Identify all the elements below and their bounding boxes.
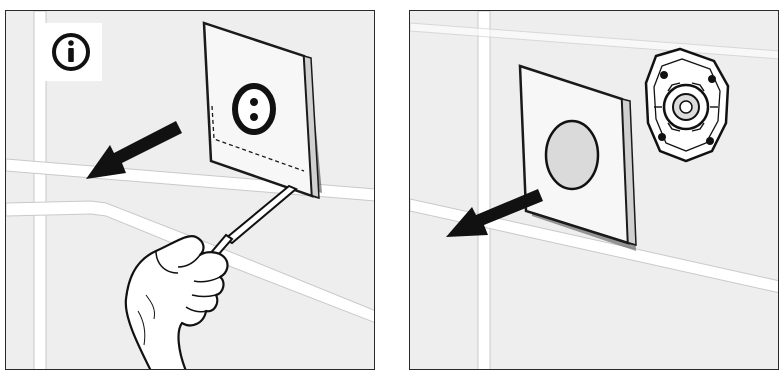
step-panel-remove-frame: [409, 10, 779, 370]
arrow-left-icon: [446, 189, 543, 237]
sensor-mounting-plate: [644, 47, 730, 163]
step-panel-remove-cover-with-screwdriver: [5, 10, 375, 370]
info-badge: [40, 23, 102, 81]
frame-opening: [544, 119, 600, 191]
mounting-screws: [658, 71, 716, 145]
info-circle-icon: [52, 33, 90, 71]
arrow-left-icon: [86, 121, 182, 179]
illustration-left: [6, 11, 374, 369]
hand: [124, 235, 229, 369]
cover-frame: [518, 64, 637, 246]
illustration-right: [410, 11, 778, 369]
sensor-window: [232, 83, 276, 135]
